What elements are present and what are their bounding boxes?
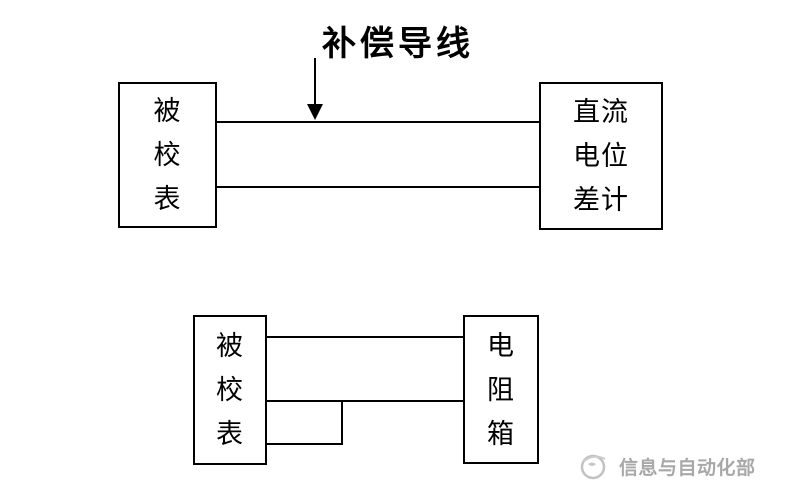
top-wire-upper xyxy=(216,121,540,123)
box-text-line: 被 xyxy=(216,331,244,361)
resistance-box: 电 阻 箱 xyxy=(463,315,539,464)
down-arrow-shaft xyxy=(314,58,316,106)
box-text-line: 校 xyxy=(216,375,244,405)
top-wire-lower xyxy=(216,186,540,188)
meter-under-test-box-top: 被 校 表 xyxy=(118,82,217,228)
watermark-text: 信息与自动化部 xyxy=(619,457,756,479)
bottom-wire-step-horizontal xyxy=(266,443,343,445)
box-text-line: 被 xyxy=(153,96,182,126)
box-text-line: 表 xyxy=(216,419,244,449)
box-text-line: 差计 xyxy=(573,185,629,215)
meter-under-test-box-bottom: 被 校 表 xyxy=(193,315,267,465)
bottom-wire-middle xyxy=(266,400,464,402)
globe-swirl-icon xyxy=(580,454,606,480)
dc-potentiometer-box: 直流 电位 差计 xyxy=(539,82,663,230)
down-arrow-icon xyxy=(307,104,323,120)
box-text-line: 直流 xyxy=(573,97,629,127)
box-text-line: 校 xyxy=(153,140,182,170)
box-text-line: 箱 xyxy=(487,418,515,449)
box-text-line: 电位 xyxy=(573,141,629,171)
bottom-wire-step-vertical xyxy=(341,400,343,445)
box-text-line: 电 xyxy=(487,330,515,361)
bottom-wire-upper xyxy=(266,336,464,338)
box-text-line: 表 xyxy=(153,184,182,214)
compensation-wire-label: 补偿导线 xyxy=(322,25,474,63)
watermark: 信息与自动化部 xyxy=(578,450,756,482)
box-text-line: 阻 xyxy=(487,374,515,405)
